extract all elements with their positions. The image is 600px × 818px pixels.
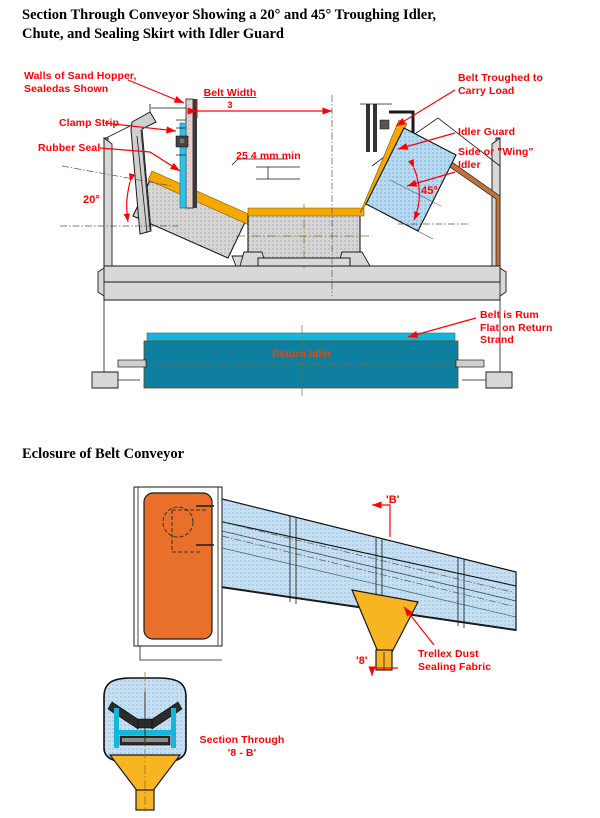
label-clamp-strip: Clamp Strip: [59, 117, 120, 129]
page-title: Section Through Conveyor Showing a 20° a…: [22, 6, 582, 44]
label-angle-45: 45°: [421, 185, 438, 197]
label-return-idler: Return Idler: [272, 349, 332, 360]
label-section-marker-b: 'B': [386, 494, 400, 506]
label-return-strand: Belt is Rum Flat on Return Strand: [480, 309, 553, 346]
angle-45-indicator: [398, 159, 470, 225]
label-trellex-dust-sealing-fabric: Trellex Dust Sealing Fabric: [418, 648, 492, 673]
figure-section-through-conveyor: [60, 79, 513, 396]
page-title-line2: Chute, and Sealing Skirt with Idler Guar…: [22, 26, 284, 42]
label-section-through-line1: Section Through: [199, 734, 285, 746]
section-subheading: Eclosure of Belt Conveyor: [22, 446, 185, 462]
belt-center-segment: [247, 207, 365, 217]
label-belt-width-value: 3: [227, 100, 233, 110]
label-section-through-line2: '8 - B': [227, 747, 257, 759]
label-clearance-25-4mm: 25 4 mm min: [236, 150, 301, 162]
belt-right-segment: [359, 119, 408, 214]
idler-support-frame: [231, 251, 371, 267]
label-angle-20: 20°: [83, 194, 100, 206]
page-title-line1: Section Through Conveyor Showing a 20° a…: [22, 7, 436, 23]
trellex-leader: [403, 606, 435, 646]
figure-section-b-b: [103, 672, 187, 812]
clamp-strip-stack: [175, 98, 197, 209]
figure-enclosure-of-belt-conveyor: [133, 486, 517, 676]
hood-end-panel: [133, 486, 223, 661]
label-wing-idler: Side or "Wing" Idler: [458, 146, 534, 171]
clearance-dimension: [231, 158, 300, 180]
label-belt-troughed: Belt Troughed to Carry Load: [458, 72, 544, 97]
angle-20-indicator: [60, 165, 178, 227]
label-belt-width: Belt Width: [203, 87, 257, 99]
label-rubber-seal: Rubber Seal: [38, 142, 101, 154]
callout-leaders-figure1: [99, 79, 477, 338]
section-marker-b-top: [372, 501, 391, 537]
right-wing-idler: [365, 127, 457, 240]
return-idler: [117, 325, 485, 396]
label-section-marker-8: '8': [356, 655, 368, 667]
belt-width-dimension: [187, 95, 333, 296]
guard-post: [360, 103, 415, 152]
dust-sealing-chute: [351, 589, 419, 671]
section-marker-8-bottom: [368, 666, 398, 676]
label-walls-of-sand-hopper: Walls of Sand Hopper, Sealedas Shown: [24, 70, 137, 95]
label-idler-guard: Idler Guard: [458, 126, 516, 138]
